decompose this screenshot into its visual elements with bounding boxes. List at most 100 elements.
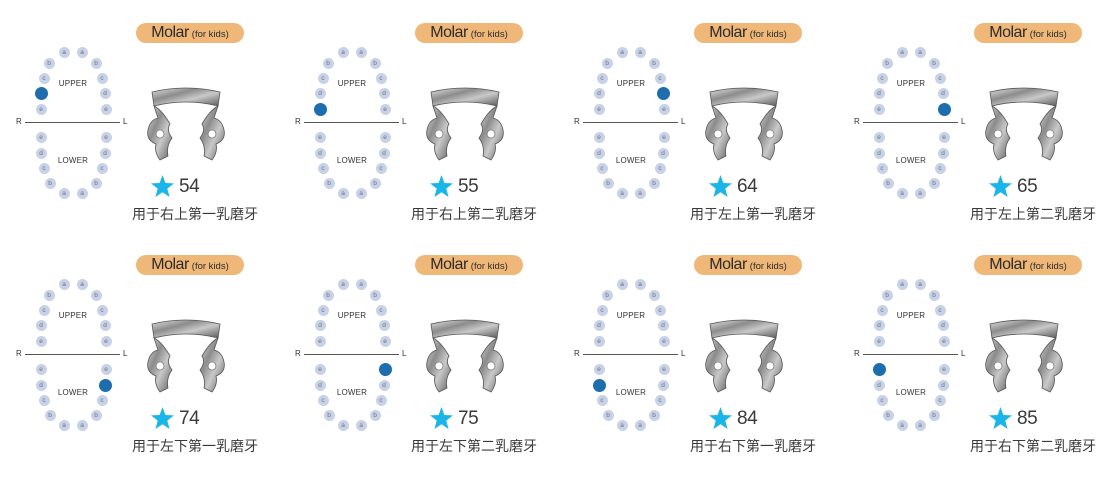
lower-arch-label: LOWER [895,156,927,165]
upper-arch-label: UPPER [58,79,88,88]
tooth-lower-right-side-a: a [616,419,628,431]
badge-main-label: Molar [709,256,747,273]
badge-main-label: Molar [430,24,468,41]
tooth-lower-left-side-a: a [76,187,88,199]
star-icon [709,175,732,197]
left-side-label: L [681,349,686,358]
tooth-lower-right-side-c: c [596,394,608,406]
tooth-upper-left-side-e: e [100,103,112,115]
tooth-upper-left-side-a: a [914,278,926,290]
tooth-lower-left-side-b: b [928,409,940,421]
category-badge: Molar (for kids) [694,23,802,43]
tooth-upper-right-side-e: e [35,335,47,347]
tooth-highlighted-lower-left-side-e: e [378,362,392,376]
tooth-upper-left-side-b: b [928,57,940,69]
lower-arch-label: LOWER [895,388,927,397]
tooth-highlighted-upper-left-side-d: d [656,86,670,100]
tooth-lower-right-side-e: e [593,363,605,375]
tooth-upper-right-side-d: d [35,319,47,331]
rubber-dam-clamp-image [985,87,1063,161]
tooth-upper-right-side-a: a [337,278,349,290]
tooth-upper-left-side-d: d [937,87,949,99]
tooth-upper-right-side-d: d [873,87,885,99]
tooth-upper-left-side-b: b [369,57,381,69]
tooth-upper-left-side-c: c [375,304,387,316]
clamp-number: 55 [458,176,479,197]
tooth-lower-left-side-c: c [96,162,108,174]
tooth-lower-right-side-a: a [337,187,349,199]
tooth-upper-left-side-b: b [369,289,381,301]
tooth-lower-left-side-c: c [934,162,946,174]
arch-divider [863,122,958,123]
right-side-label: R [854,349,860,358]
rubber-dam-clamp-image [147,319,225,393]
arch-divider [583,122,678,123]
upper-arch-label: UPPER [337,311,367,320]
star-icon [709,407,732,429]
tooth-lower-right-side-b: b [602,409,614,421]
star-icon [989,175,1012,197]
rubber-dam-clamp-image [705,87,783,161]
tooth-upper-right-side-a: a [896,278,908,290]
category-badge: Molar (for kids) [136,255,244,275]
badge-sub-label: (for kids) [1029,261,1067,272]
tooth-upper-left-side-c: c [96,304,108,316]
tooth-upper-right-side-c: c [596,72,608,84]
badge-sub-label: (for kids) [749,261,787,272]
tooth-upper-right-side-d: d [873,319,885,331]
left-side-label: L [123,349,128,358]
tooth-lower-right-side-d: d [35,147,47,159]
tooth-lower-left-side-a: a [914,419,926,431]
tooth-upper-left-side-a: a [76,278,88,290]
tooth-upper-right-side-c: c [596,304,608,316]
tooth-lower-right-side-c: c [317,162,329,174]
tooth-lower-left-side-d: d [378,147,390,159]
badge-sub-label: (for kids) [749,29,787,40]
rubber-dam-clamp-image [985,319,1063,393]
tooth-lower-right-side-e: e [35,363,47,375]
star-icon [151,175,174,197]
tooth-lower-right-side-e: e [593,131,605,143]
left-side-label: L [402,117,407,126]
badge-main-label: Molar [430,256,468,273]
tooth-upper-right-side-d: d [314,319,326,331]
clamp-number: 75 [458,408,479,429]
tooth-upper-right-side-e: e [314,335,326,347]
tooth-upper-right-side-d: d [593,87,605,99]
tooth-lower-right-side-d: d [35,379,47,391]
tooth-lower-left-side-d: d [937,147,949,159]
arch-divider [304,354,399,355]
upper-arch-label: UPPER [896,79,926,88]
lower-arch-label: LOWER [615,156,647,165]
left-side-label: L [961,117,966,126]
tooth-lower-left-side-b: b [90,409,102,421]
tooth-lower-left-side-a: a [76,419,88,431]
tooth-upper-left-side-e: e [379,335,391,347]
tooth-upper-right-side-c: c [38,72,50,84]
rubber-dam-clamp-image [426,319,504,393]
tooth-lower-right-side-b: b [323,177,335,189]
tooth-lower-left-side-c: c [375,162,387,174]
badge-main-label: Molar [709,24,747,41]
tooth-upper-right-side-c: c [876,304,888,316]
tooth-upper-left-side-b: b [928,289,940,301]
badge-sub-label: (for kids) [191,29,229,40]
tooth-lower-right-side-a: a [58,419,70,431]
clamp-usage-caption: 用于右上第一乳磨牙 [132,207,258,223]
upper-arch-label: UPPER [896,311,926,320]
tooth-upper-left-side-e: e [938,335,950,347]
tooth-upper-right-side-c: c [317,304,329,316]
tooth-lower-right-side-e: e [314,363,326,375]
tooth-upper-left-side-d: d [99,319,111,331]
left-side-label: L [961,349,966,358]
tooth-upper-right-side-b: b [601,57,613,69]
tooth-lower-right-side-d: d [873,379,885,391]
arch-divider [304,122,399,123]
tooth-lower-left-side-c: c [375,394,387,406]
star-icon [430,175,453,197]
tooth-upper-right-side-d: d [593,319,605,331]
